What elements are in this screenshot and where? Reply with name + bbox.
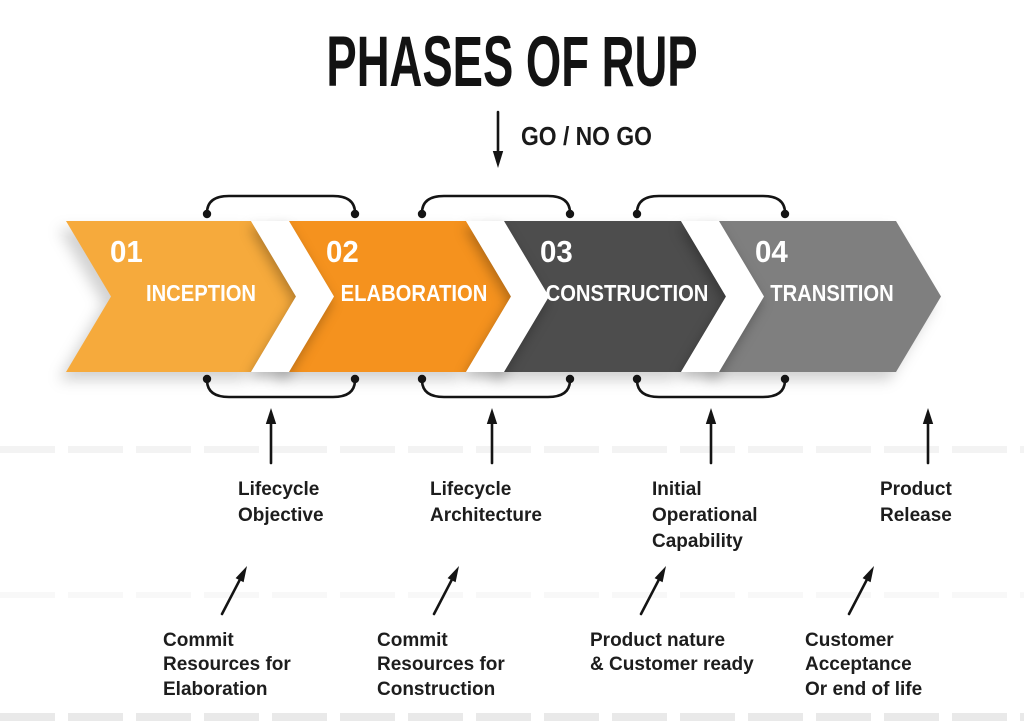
milestone-arrow-icon (486, 408, 498, 465)
bracket-dot-icon (565, 209, 575, 219)
milestone-arrow-icon (705, 408, 717, 465)
bottom-bracket-icon (420, 378, 572, 399)
note-arrow-icon (220, 566, 247, 616)
chevron-separator-icon (466, 221, 549, 372)
phase-1-chevron (66, 221, 296, 372)
watermark-band (0, 592, 1024, 598)
note-label-commit-resources-construction: Commit Resources for Construction (377, 630, 505, 700)
bottom-bracket-icon (205, 378, 357, 399)
bracket-dot-icon (417, 209, 427, 219)
chevron-separator-icon (681, 221, 764, 372)
bottom-bracket-icon (635, 378, 787, 399)
note-arrow-icon (847, 566, 874, 616)
phase-4-name: TRANSITION (770, 280, 894, 306)
note-label-customer-acceptance-end-of-life: Customer Acceptance Or end of life (805, 630, 923, 700)
bracket-dot-icon (565, 374, 575, 384)
phase-4-number: 04 (755, 234, 788, 269)
note-label-commit-resources-elaboration: Commit Resources for Elaboration (163, 630, 291, 700)
phase-4-chevron (711, 221, 941, 372)
top-bracket-icon (205, 194, 357, 215)
go-no-go-label: GO / NO GO (521, 121, 652, 151)
note-arrow-icon (432, 566, 459, 616)
top-bracket-icon (635, 194, 787, 215)
bracket-dot-icon (780, 374, 790, 384)
phase-1-name: INCEPTION (145, 280, 257, 306)
watermark-band (0, 713, 1024, 721)
milestone-label-initial-operational-capability: Initial Operational Capability (652, 479, 758, 553)
phase-1-number: 01 (110, 234, 143, 269)
bracket-dot-icon (632, 209, 642, 219)
bracket-dot-icon (350, 209, 360, 219)
page-title: PHASES OF RUP (326, 23, 698, 102)
phase-3-number: 03 (540, 234, 573, 269)
phase-3-name: CONSTRUCTION (545, 280, 709, 306)
note-arrow-icon (639, 566, 666, 616)
milestone-label-lifecycle-objective: Lifecycle Objective (238, 479, 324, 527)
bracket-dot-icon (780, 209, 790, 219)
bracket-dot-icon (202, 374, 212, 384)
phase-2-name: ELABORATION (340, 280, 488, 306)
phase-2-chevron (281, 221, 511, 372)
bracket-dot-icon (202, 209, 212, 219)
chevron-separator-icon (251, 221, 334, 372)
milestone-label-lifecycle-architecture: Lifecycle Architecture (430, 479, 542, 527)
watermark-band (0, 446, 1024, 453)
go-no-go-arrow-icon (492, 110, 504, 168)
milestone-arrow-icon (265, 408, 277, 465)
milestone-label-product-release: Product Release (880, 479, 952, 527)
phase-3-chevron (496, 221, 726, 372)
bracket-dot-icon (417, 374, 427, 384)
bracket-dot-icon (350, 374, 360, 384)
note-label-product-nature-customer-ready: Product nature & Customer ready (590, 630, 754, 676)
milestone-arrow-icon (922, 408, 934, 465)
top-bracket-icon (420, 194, 572, 215)
phase-2-number: 02 (326, 234, 359, 269)
bracket-dot-icon (632, 374, 642, 384)
